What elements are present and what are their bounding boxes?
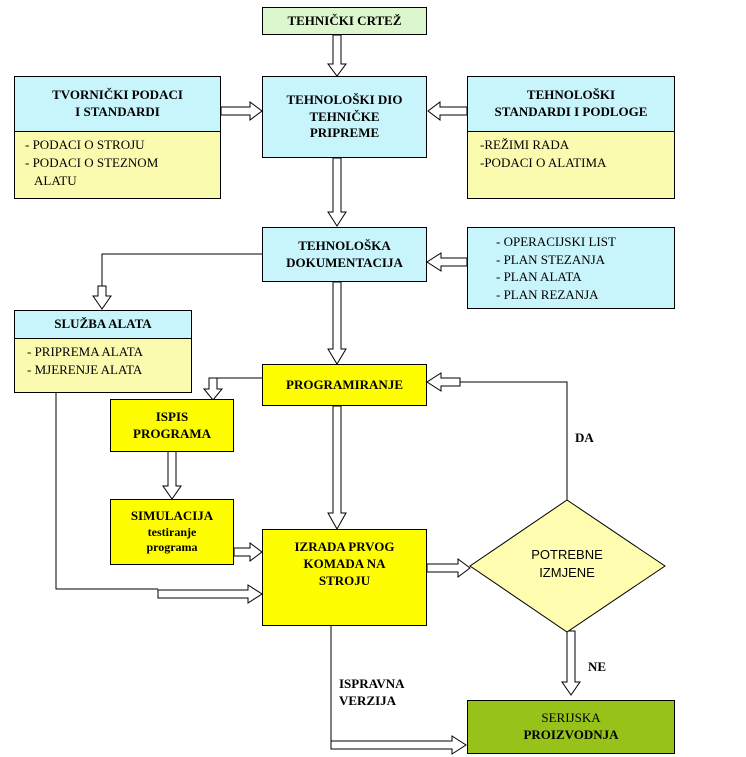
simulacija-line-2: testiranje [147,524,197,539]
tvornicki-title-2: I STANDARDI [75,104,160,119]
serijska-line-1: SERIJSKA [541,710,601,726]
programiranje-label: PROGRAMIRANJE [286,376,403,392]
ispis-programa-box: ISPIS PROGRAMA [110,399,234,452]
arrow-crtez-to-dio [327,34,347,77]
potrebne-line-2: IZMJENE [539,564,595,580]
list-item: - PLAN REZANJA [496,286,599,302]
arrow-into-ispis [202,377,224,401]
ispravna-line-1: ISPRAVNA [339,676,405,691]
arrow-ispis-to-simulacija [162,447,182,500]
tehnoloski-standardi-header: TEHNOLOŠKI STANDARDI I PODLOGE [468,77,674,132]
dokumentacija-line-2: DOKUMENTACIJA [286,254,403,270]
tehnoloski-dio-line-1: TEHNOLOŠKI DIO [286,91,403,107]
arrow-simulacija-to-izrada [233,542,263,562]
dokumentacija-line-1: TEHNOLOŠKA [298,237,391,253]
tehnoloska-dokumentacija-box: TEHNOLOŠKA DOKUMENTACIJA [262,227,427,282]
izrada-line-3: STROJU [318,572,371,588]
simulacija-line-3: programa [146,540,198,555]
tehnoloski-dio-line-3: PRIPREME [309,125,380,141]
standardi-title-2: STANDARDI I PODLOGE [494,104,648,119]
sluzba-alata-box: SLUŽBA ALATA - PRIPREMA ALATA - MJERENJE… [14,310,192,393]
list-item: - PRIPREMA ALATA [27,344,143,359]
standardi-title-1: TEHNOLOŠKI [526,87,616,103]
ne-label: NE [588,659,607,674]
potrebne-izmjene-label: POTREBNE IZMJENE [507,546,627,581]
ispis-line-1: ISPIS [155,408,189,424]
tvornicki-podaci-box: TVORNIČKI PODACI I STANDARDI - PODACI O … [14,76,221,199]
list-item: - PODACI O STEZNOM [25,155,159,171]
ispravna-line-2: VERZIJA [339,692,397,708]
izrada-line-1: IZRADA PRVOG [294,539,395,554]
list-item: - MJERENJE ALATA [27,362,143,378]
ispravna-verzija-label: ISPRAVNA VERZIJA [339,676,405,710]
tehnoloski-dio-box: TEHNOLOŠKI DIO TEHNIČKE PRIPREME [262,76,427,158]
tehnicki-crtez-label: TEHNIČKI CRTEŽ [287,12,402,28]
tvornicki-title-1: TVORNIČKI PODACI [52,87,183,103]
list-item: -REŽIMI RADA [480,137,570,152]
izrada-prvog-komada-box: IZRADA PRVOG KOMADA NA STROJU [262,529,427,626]
arrow-dio-to-dokumentacija [327,157,347,227]
tehnoloski-standardi-box: TEHNOLOŠKI STANDARDI I PODLOGE -REŽIMI R… [467,76,675,199]
potrebne-izmjene-diamond [469,499,666,633]
connector-programiranje-to-ispis [212,377,262,389]
arrow-programiranje-to-izrada [327,405,347,531]
connector-sluzba-to-izrada [55,393,158,590]
arrow-into-sluzba [92,285,112,310]
simulacija-line-1: SIMULACIJA [130,507,214,523]
list-item: - PODACI O STROJU [25,137,145,152]
list-item: - PLAN STEZANJA [496,251,606,267]
dokumenti-list-box: - OPERACIJSKI LIST - PLAN STEZANJA - PLA… [467,227,675,309]
da-label: DA [575,430,594,445]
tehnicki-crtez-box: TEHNIČKI CRTEŽ [262,7,427,35]
sluzba-alata-title: SLUŽBA ALATA [54,316,152,332]
connector-da-loop [460,381,568,500]
programiranje-box: PROGRAMIRANJE [262,364,427,406]
list-item: - PLAN ALATA [496,269,582,285]
izrada-line-2: KOMADA NA [303,555,386,571]
arrow-tvornicki-to-dio [220,101,263,121]
simulacija-box: SIMULACIJA testiranje programa [110,499,234,565]
connector-dokumentacija-to-sluzba [101,253,262,286]
tvornicki-podaci-list: - PODACI O STROJU - PODACI O STEZNOM ALA… [15,132,220,198]
sluzba-alata-list: - PRIPREMA ALATA - MJERENJE ALATA [15,339,191,392]
tehnoloski-standardi-list: -REŽIMI RADA -PODACI O ALATIMA [468,132,674,198]
serijska-proizvodnja-box: SERIJSKA PROIZVODNJA [467,700,675,754]
serijska-line-2: PROIZVODNJA [523,727,619,742]
arrow-da-into-programiranje [426,372,461,392]
arrow-dokumentacija-to-programiranje [327,281,347,365]
tehnoloski-dio-line-2: TEHNIČKE [309,108,380,124]
arrow-standardi-to-dio [427,101,468,121]
arrow-ne-to-serijska [561,630,581,696]
arrow-sluzba-to-izrada [157,584,263,604]
tvornicki-podaci-header: TVORNIČKI PODACI I STANDARDI [15,77,220,132]
ispis-line-2: PROGRAMA [133,425,211,441]
arrow-ispravna-to-serijska [330,735,467,755]
arrow-izrada-to-izmjene [426,558,471,578]
arrow-lista-to-dokumentacija [426,252,468,272]
sluzba-alata-header: SLUŽBA ALATA [15,311,191,339]
list-item: -PODACI O ALATIMA [480,155,607,171]
potrebne-line-1: POTREBNE [531,547,603,562]
list-item: - OPERACIJSKI LIST [496,234,616,249]
list-item: ALATU [34,173,77,189]
